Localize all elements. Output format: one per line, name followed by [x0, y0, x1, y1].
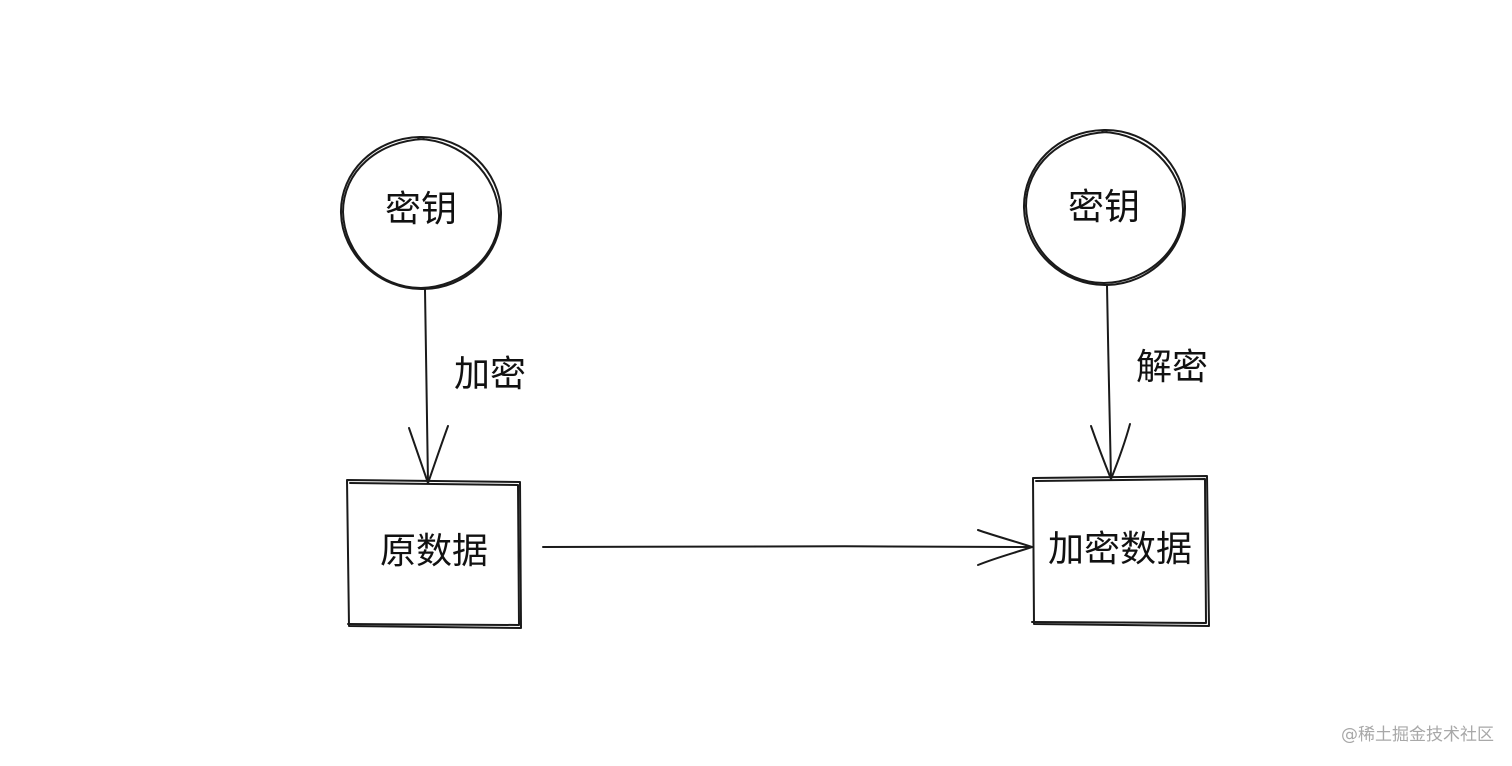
encrypted-data-box	[1031, 475, 1210, 627]
encrypt-edge-label: 加密	[453, 354, 527, 395]
key-label-right: 密钥	[1067, 187, 1141, 228]
encrypted-data-label: 加密数据	[1047, 529, 1193, 570]
transfer-arrow	[542, 529, 1033, 566]
original-data-label: 原数据	[379, 531, 489, 572]
decrypt-arrow	[1090, 285, 1131, 480]
key-node-left	[339, 135, 503, 291]
original-data-box	[346, 479, 522, 629]
decrypt-edge-label: 解密	[1135, 347, 1209, 388]
encrypt-arrow	[408, 289, 449, 484]
watermark-text: @稀土掘金技术社区	[1341, 725, 1494, 745]
key-label-left: 密钥	[384, 189, 458, 230]
